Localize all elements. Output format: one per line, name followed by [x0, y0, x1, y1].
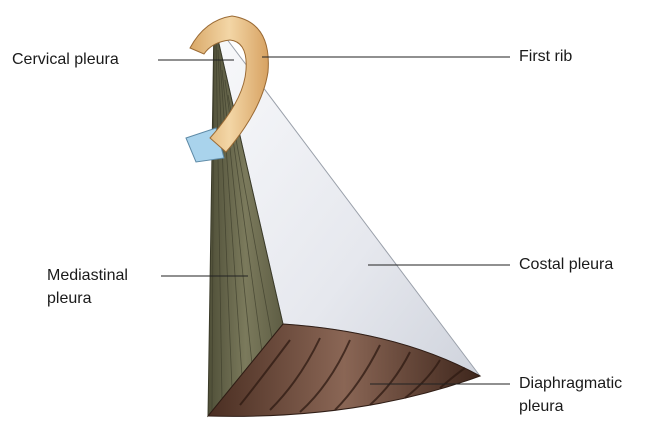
mediastinal-pleura-label-line2: pleura — [47, 288, 91, 310]
mediastinal-pleura-label-line1: Mediastinal — [47, 265, 128, 287]
costal-pleura-label: Costal pleura — [519, 254, 613, 276]
diaphragmatic-pleura-label-line1: Diaphragmatic — [519, 373, 622, 395]
first-rib-label: First rib — [519, 46, 572, 68]
diaphragmatic-pleura-label-line2: pleura — [519, 396, 563, 418]
cervical-pleura-label: Cervical pleura — [12, 49, 119, 71]
